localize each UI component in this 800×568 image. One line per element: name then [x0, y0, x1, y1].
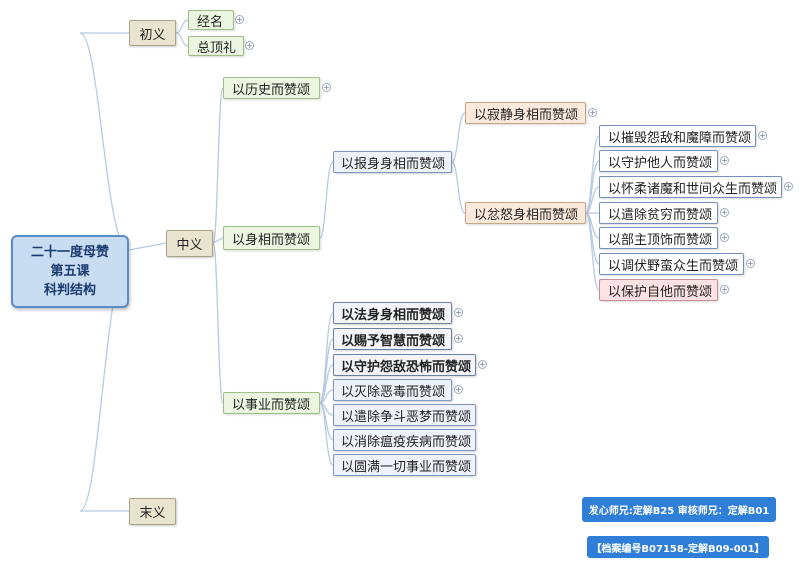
node-general-homage[interactable]: 总顶礼 — [188, 36, 244, 56]
node-praise-history[interactable]: 以历史而赞颂 — [223, 77, 320, 99]
node-activity-item-2-label: 以赐予智慧而赞颂 — [341, 333, 446, 349]
node-main[interactable]: 中义 — [166, 230, 213, 257]
link-root-main — [128, 242, 167, 251]
node-activity-item-4-label: 以灭除恶毒而赞颂 — [341, 384, 446, 400]
expand-toggle-icon[interactable]: + — [746, 259, 755, 268]
node-wrathful-item-7-label: 以保护自他而赞颂 — [608, 284, 713, 300]
expand-toggle-icon[interactable]: + — [720, 233, 729, 242]
node-activity-item-6-label: 以消除瘟疫疾病而赞颂 — [341, 434, 472, 450]
node-praise-body-form-label: 以身相而赞颂 — [232, 232, 311, 248]
node-outro[interactable]: 末义 — [129, 498, 176, 525]
link-body-children — [319, 161, 334, 239]
node-wrathful-item-5[interactable]: 以部主顶饰而赞颂 — [599, 227, 718, 249]
credits-text: 发心师兄:定解B25 审核师兄：定解B01 — [588, 506, 770, 517]
link-main-children — [212, 87, 224, 404]
expand-toggle-icon[interactable]: + — [784, 182, 793, 191]
node-intro-label: 初义 — [139, 27, 166, 43]
link-root-intro — [79, 32, 130, 251]
root-node[interactable]: 二十一度母赞 第五课 科判结构 — [11, 235, 129, 308]
node-activity-item-1-label: 以法身身相而赞颂 — [341, 307, 446, 323]
link-wrathful-children — [585, 135, 600, 291]
node-activity-item-5[interactable]: 以遣除争斗恶梦而赞颂 — [333, 404, 476, 426]
root-title-line-3: 科判结构 — [43, 283, 96, 298]
node-wrathful-item-1-label: 以摧毁怨敌和魔障而赞颂 — [608, 130, 752, 146]
node-activity-item-7[interactable]: 以圆满一切事业而赞颂 — [333, 454, 476, 476]
node-sambhogakaya-label: 以报身身相而赞颂 — [341, 156, 446, 172]
node-general-homage-label: 总顶礼 — [197, 40, 237, 56]
node-activity-item-5-label: 以遣除争斗恶梦而赞颂 — [341, 409, 472, 425]
expand-toggle-icon[interactable]: + — [235, 15, 244, 24]
expand-toggle-icon[interactable]: + — [245, 41, 254, 50]
node-wrathful-item-2[interactable]: 以守护他人而赞颂 — [599, 150, 718, 172]
node-activity-item-6[interactable]: 以消除瘟疫疾病而赞颂 — [333, 429, 476, 451]
expand-toggle-icon[interactable]: + — [588, 108, 597, 117]
credits-badge: 发心师兄:定解B25 审核师兄：定解B01 — [582, 497, 776, 522]
expand-toggle-icon[interactable]: + — [758, 131, 767, 140]
expand-toggle-icon[interactable]: + — [720, 208, 729, 217]
node-main-label: 中义 — [176, 238, 203, 253]
archive-badge: 【档案编号B07158-定解B09-001】 — [587, 536, 769, 558]
root-title-line-1: 二十一度母赞 — [30, 245, 109, 260]
node-activity-item-4[interactable]: 以灭除恶毒而赞颂 — [333, 379, 452, 401]
node-intro[interactable]: 初义 — [129, 20, 176, 46]
expand-toggle-icon[interactable]: + — [720, 285, 729, 294]
node-wrathful-item-3-label: 以怀柔诸魔和世间众生而赞颂 — [608, 181, 778, 197]
node-outro-label: 末义 — [139, 506, 166, 521]
expand-toggle-icon[interactable]: + — [454, 385, 463, 394]
node-wrathful-item-4[interactable]: 以遣除贫穷而赞颂 — [599, 202, 718, 224]
node-wrathful-form[interactable]: 以忿怒身相而赞颂 — [465, 202, 586, 224]
node-praise-body-form[interactable]: 以身相而赞颂 — [223, 226, 320, 250]
node-wrathful-item-6[interactable]: 以调伏野蛮众生而赞颂 — [599, 253, 744, 275]
node-sutra-title-label: 经名 — [197, 14, 224, 30]
node-praise-activity[interactable]: 以事业而赞颂 — [223, 392, 320, 414]
expand-toggle-icon[interactable]: + — [478, 360, 487, 369]
node-sutra-title[interactable]: 经名 — [188, 10, 234, 30]
node-wrathful-item-4-label: 以遣除贫穷而赞颂 — [608, 207, 713, 223]
expand-toggle-icon[interactable]: + — [454, 308, 463, 317]
node-wrathful-form-label: 以忿怒身相而赞颂 — [474, 207, 579, 223]
node-wrathful-item-3[interactable]: 以怀柔诸魔和世间众生而赞颂 — [599, 176, 782, 198]
expand-toggle-icon[interactable]: + — [720, 156, 729, 165]
node-activity-item-3[interactable]: 以守护怨敌恐怖而赞颂 — [333, 354, 476, 376]
node-activity-item-7-label: 以圆满一切事业而赞颂 — [341, 459, 472, 475]
node-wrathful-item-7[interactable]: 以保护自他而赞颂 — [599, 279, 718, 301]
expand-toggle-icon[interactable]: + — [454, 334, 463, 343]
archive-text: 【档案编号B07158-定解B09-001】 — [591, 543, 765, 555]
node-wrathful-item-6-label: 以调伏野蛮众生而赞颂 — [608, 258, 739, 274]
node-praise-history-label: 以历史而赞颂 — [232, 82, 311, 98]
root-title-line-2: 第五课 — [50, 264, 90, 279]
link-activity-children — [319, 312, 334, 466]
node-wrathful-item-1[interactable]: 以摧毁怨敌和魔障而赞颂 — [599, 125, 756, 147]
node-wrathful-item-5-label: 以部主顶饰而赞颂 — [608, 232, 713, 248]
node-activity-item-2[interactable]: 以赐予智慧而赞颂 — [333, 328, 452, 350]
link-intro-children — [175, 19, 189, 47]
node-activity-item-1[interactable]: 以法身身相而赞颂 — [333, 302, 452, 324]
link-sambhoga-children — [451, 112, 466, 214]
node-peaceful-form[interactable]: 以寂静身相而赞颂 — [465, 102, 586, 124]
node-sambhogakaya[interactable]: 以报身身相而赞颂 — [333, 151, 452, 173]
node-activity-item-3-label: 以守护怨敌恐怖而赞颂 — [341, 359, 472, 375]
node-praise-activity-label: 以事业而赞颂 — [232, 397, 311, 413]
node-wrathful-item-2-label: 以守护他人而赞颂 — [608, 155, 713, 171]
node-peaceful-form-label: 以寂静身相而赞颂 — [474, 107, 579, 123]
expand-toggle-icon[interactable]: + — [322, 83, 331, 92]
